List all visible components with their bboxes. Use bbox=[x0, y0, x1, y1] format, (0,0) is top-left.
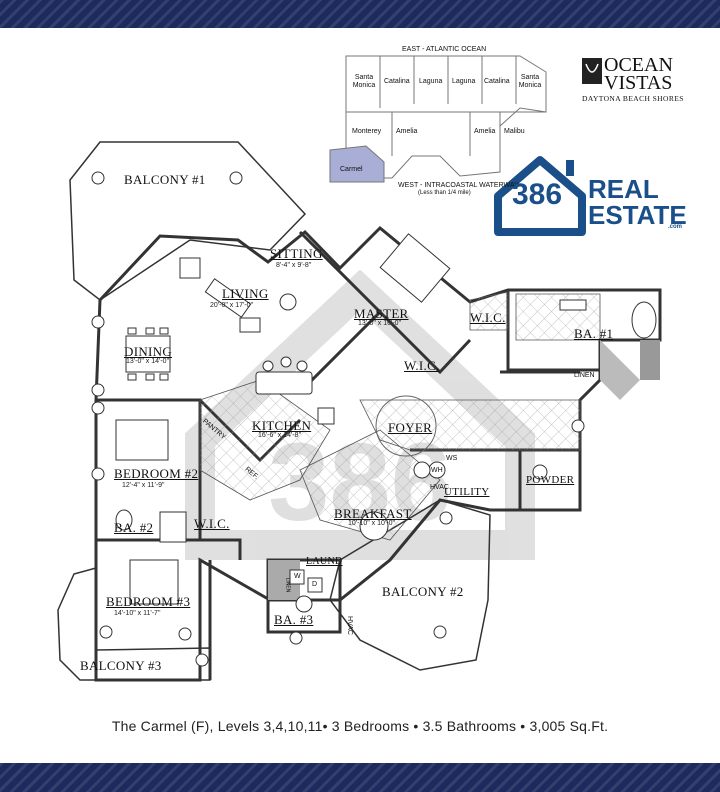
room-label-ba-2: BA. #2 bbox=[114, 520, 154, 535]
key-plan-top-label: EAST - ATLANTIC OCEAN bbox=[402, 46, 487, 53]
foyer-medallion bbox=[375, 395, 437, 457]
dining-table bbox=[125, 327, 171, 381]
room-label-ba-3: BA. #3 bbox=[274, 612, 314, 627]
room-label-wic-2: W.I.C. bbox=[404, 358, 440, 373]
fixture-label-linen-small: LINEN bbox=[284, 577, 291, 593]
ocean-vistas-name: OCEAN VISTAS bbox=[604, 54, 673, 94]
fixture-label-dryer: D bbox=[312, 581, 318, 588]
real-estate-number: 386 bbox=[512, 178, 563, 211]
key-plan-unit: Amelia bbox=[396, 128, 418, 135]
key-plan-carmel-highlight bbox=[329, 145, 385, 183]
kitchen-fixtures bbox=[255, 356, 335, 425]
key-plan-bottom-note: (Less than 1/4 mile) bbox=[418, 190, 471, 196]
room-label-foyer: FOYER bbox=[388, 420, 433, 435]
room-label-wic-3: W.I.C. bbox=[194, 516, 230, 531]
room-label-master: MASTER bbox=[354, 306, 409, 321]
room-label-utility: UTILITY bbox=[444, 486, 490, 498]
room-label-balcony-2: BALCONY #2 bbox=[382, 584, 464, 599]
real-estate-line2: ESTATE bbox=[588, 200, 687, 230]
key-plan-unit: Laguna bbox=[452, 78, 476, 85]
real-estate-line1: REAL bbox=[588, 174, 659, 204]
room-label-bedroom-2: BEDROOM #2 bbox=[114, 466, 199, 481]
balcony-1-outline bbox=[69, 141, 307, 301]
key-plan-unit: Amelia bbox=[474, 128, 496, 135]
breakfast-table bbox=[359, 511, 389, 541]
real-estate-logo: 386 REAL ESTATE .com bbox=[492, 152, 692, 242]
floor-plan-caption: The Carmel (F), Levels 3,4,10,11• 3 Bedr… bbox=[111, 718, 609, 734]
balcony-3-outline bbox=[57, 567, 211, 681]
ocean-vistas-subtitle: DAYTONA BEACH SHORES bbox=[582, 94, 684, 103]
key-plan-unit: Monterey bbox=[352, 128, 382, 135]
room-dims-kitchen: 16'-6" x 14'-8" bbox=[258, 432, 302, 439]
beds bbox=[115, 233, 451, 605]
top-decorative-band bbox=[0, 0, 720, 28]
room-label-balcony-1: BALCONY #1 bbox=[124, 172, 206, 187]
key-plan-unit-carmel: Carmel bbox=[340, 166, 363, 173]
key-plan-unit: Catalina bbox=[484, 78, 510, 85]
room-label-living: LIVING bbox=[222, 286, 269, 301]
columns bbox=[91, 171, 585, 667]
room-label-dining: DINING bbox=[124, 344, 173, 359]
room-dims-living: 20'-0" x 17'-0" bbox=[210, 302, 254, 309]
room-dims-bedroom-3: 14'-10" x 11'-7" bbox=[114, 610, 161, 617]
fixture-label-hvac-2: HVAC bbox=[345, 616, 353, 635]
room-dims-master: 13'-0" x 16'-0" bbox=[358, 320, 402, 327]
living-furniture bbox=[179, 257, 297, 333]
room-dims-dining: 13'-0" x 14'-0" bbox=[126, 358, 170, 365]
room-label-laundry: LAUND bbox=[306, 556, 343, 567]
fixture-label-water-heater: WH bbox=[431, 467, 443, 474]
key-plan-unit: Malibu bbox=[504, 128, 525, 135]
room-dims-sitting: 8'-4" x 9'-8" bbox=[276, 262, 312, 269]
key-plan-unit: Catalina bbox=[384, 78, 410, 85]
ocean-vistas-logo-mark bbox=[582, 58, 602, 84]
room-label-ba-1: BA. #1 bbox=[574, 326, 614, 341]
key-plan-unit: Santa Monica bbox=[518, 74, 542, 89]
bathroom-fixtures bbox=[115, 299, 657, 613]
room-label-kitchen: KITCHEN bbox=[252, 418, 312, 433]
real-estate-house-logo bbox=[494, 156, 586, 236]
room-label-balcony-3: BALCONY #3 bbox=[80, 658, 162, 673]
room-label-linen: LINEN bbox=[574, 372, 595, 379]
room-dims-breakfast: 10'-10" x 10'-0" bbox=[348, 520, 395, 527]
real-estate-chimney bbox=[566, 160, 574, 176]
key-plan-unit: Santa Monica bbox=[352, 74, 376, 89]
key-plan-unit: Laguna bbox=[419, 78, 443, 85]
fixture-label-washer: W bbox=[294, 573, 301, 580]
bottom-decorative-band bbox=[0, 763, 720, 792]
room-label-powder: POWDER bbox=[526, 474, 575, 486]
tiled-floors bbox=[199, 291, 601, 541]
room-label-wic-master: W.I.C. bbox=[470, 310, 506, 325]
laundry-machines bbox=[289, 569, 323, 593]
room-label-sitting: SITTING bbox=[270, 246, 323, 261]
fixture-label-hvac: HVAC bbox=[430, 484, 449, 491]
room-label-bedroom-3: BEDROOM #3 bbox=[106, 594, 191, 609]
room-label-breakfast: BREAKFAST bbox=[334, 506, 412, 521]
real-estate-suffix: .com bbox=[668, 224, 683, 230]
fixture-label-water-softener: WS bbox=[446, 455, 458, 462]
key-plan-bottom-label: WEST - INTRACOASTAL WATERWAY bbox=[398, 182, 519, 189]
room-dims-bedroom-2: 12'-4" x 11'-9" bbox=[122, 482, 165, 489]
